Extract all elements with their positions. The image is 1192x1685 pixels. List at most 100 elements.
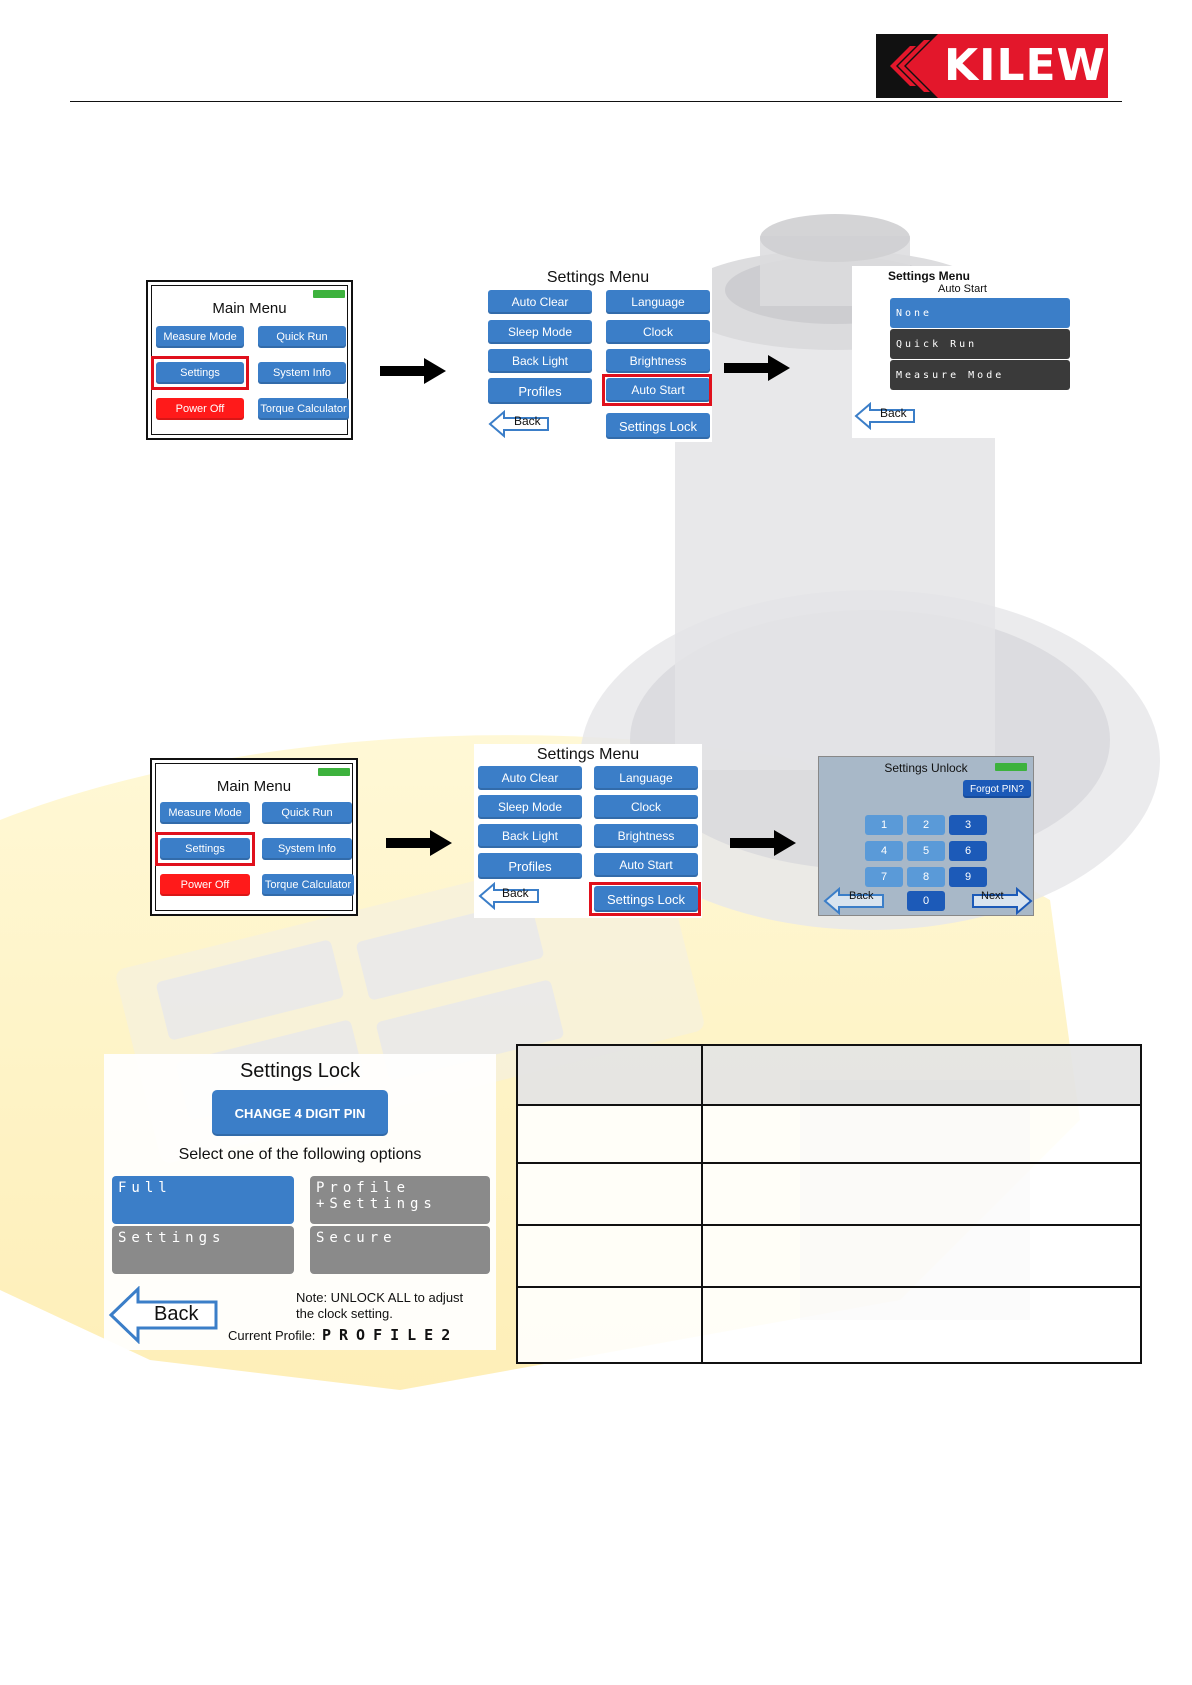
back-label: Back	[502, 886, 529, 900]
settings-lock-screen: Settings Lock CHANGE 4 DIGIT PIN Select …	[104, 1054, 496, 1350]
settings-highlight	[151, 356, 249, 390]
next-label: Next	[981, 890, 1004, 902]
system-info-button[interactable]: System Info	[258, 362, 346, 384]
clock-button[interactable]: Clock	[606, 320, 710, 344]
settings-unlock-title: Settings Unlock	[884, 761, 968, 775]
table-cell	[701, 1104, 1142, 1164]
logo-wordmark: KILEWS	[944, 34, 1138, 98]
row2-settings-menu-screen: Settings Menu Auto Clear Sleep Mode Back…	[474, 744, 702, 918]
lock-option-secure[interactable]: Secure	[310, 1226, 490, 1274]
table-row	[516, 1104, 1142, 1164]
quick-run-button[interactable]: Quick Run	[262, 802, 352, 824]
brightness-button[interactable]: Brightness	[606, 349, 710, 373]
row1-auto-start-screen: Settings Menu Auto Start None Quick Run …	[852, 266, 1070, 438]
settings-button[interactable]: Settings	[160, 838, 250, 860]
unlock-note-line2: the clock setting.	[296, 1306, 393, 1321]
settings-highlight	[155, 832, 255, 866]
back-label: Back	[880, 406, 907, 420]
key-3[interactable]: 3	[949, 815, 987, 835]
key-1[interactable]: 1	[865, 815, 903, 835]
settings-menu-title: Settings Menu	[536, 746, 640, 763]
current-profile-label: Current Profile:	[228, 1328, 316, 1343]
next-arrow-icon[interactable]	[969, 887, 1033, 915]
back-arrow-icon[interactable]	[488, 410, 552, 438]
battery-icon	[995, 763, 1027, 771]
sleep-mode-button[interactable]: Sleep Mode	[478, 795, 582, 819]
torque-calculator-button[interactable]: Torque Calculator	[258, 398, 349, 420]
settings-lock-button[interactable]: Settings Lock	[594, 886, 698, 912]
profiles-button[interactable]: Profiles	[488, 378, 592, 404]
brightness-button[interactable]: Brightness	[594, 824, 698, 848]
table-header-cell	[701, 1044, 1142, 1106]
language-button[interactable]: Language	[594, 766, 698, 790]
system-info-button[interactable]: System Info	[262, 838, 352, 860]
main-menu-title: Main Menu	[212, 300, 287, 317]
back-light-button[interactable]: Back Light	[478, 824, 582, 848]
auto-start-option-measure-mode[interactable]: Measure Mode	[890, 360, 1070, 390]
auto-start-screen-title: Settings Menu	[888, 269, 971, 283]
settings-lock-highlight	[589, 882, 701, 916]
auto-clear-button[interactable]: Auto Clear	[478, 766, 582, 790]
current-profile-value: PROFILE2	[322, 1326, 459, 1344]
row2-settings-unlock-screen: Settings Unlock Forgot PIN? 1 2 3 4 5 6 …	[818, 756, 1034, 916]
logo-chevron-icon	[876, 34, 944, 98]
back-arrow-icon[interactable]	[478, 882, 542, 910]
settings-lock-button[interactable]: Settings Lock	[606, 413, 710, 439]
key-4[interactable]: 4	[865, 841, 903, 861]
back-light-button[interactable]: Back Light	[488, 349, 592, 373]
auto-start-button[interactable]: Auto Start	[594, 853, 698, 877]
back-label: Back	[514, 414, 541, 428]
auto-start-option-none[interactable]: None	[890, 298, 1070, 328]
unlock-note-line1: Note: UNLOCK ALL to adjust	[296, 1290, 464, 1305]
right-arrow-icon	[386, 830, 452, 856]
language-button[interactable]: Language	[606, 290, 710, 314]
profiles-button[interactable]: Profiles	[478, 853, 582, 879]
back-arrow-icon[interactable]	[854, 402, 918, 430]
power-off-button[interactable]: Power Off	[160, 874, 250, 896]
right-arrow-icon	[380, 358, 446, 384]
key-7[interactable]: 7	[865, 867, 903, 887]
back-arrow-icon[interactable]	[108, 1286, 220, 1344]
settings-lock-title: Settings Lock	[239, 1060, 361, 1082]
key-8[interactable]: 8	[907, 867, 945, 887]
table-header-cell	[516, 1044, 703, 1106]
key-6[interactable]: 6	[949, 841, 987, 861]
power-off-button[interactable]: Power Off	[156, 398, 244, 420]
back-label: Back	[849, 890, 874, 902]
main-menu-title: Main Menu	[216, 778, 292, 795]
auto-clear-button[interactable]: Auto Clear	[488, 290, 592, 314]
settings-menu-title: Settings Menu	[546, 269, 650, 286]
table-row	[516, 1224, 1142, 1288]
battery-icon	[318, 768, 350, 776]
key-9[interactable]: 9	[949, 867, 987, 887]
table-cell	[516, 1286, 703, 1364]
change-pin-button[interactable]: CHANGE 4 DIGIT PIN	[212, 1090, 388, 1136]
lock-option-settings[interactable]: Settings	[112, 1226, 294, 1274]
auto-start-option-quick-run[interactable]: Quick Run	[890, 329, 1070, 359]
measure-mode-button[interactable]: Measure Mode	[160, 802, 250, 824]
lock-option-full[interactable]: Full	[112, 1176, 294, 1224]
auto-start-subtitle: Auto Start	[938, 283, 987, 295]
back-arrow-icon[interactable]	[823, 887, 887, 915]
header-rule	[70, 101, 1122, 102]
torque-calculator-button[interactable]: Torque Calculator	[262, 874, 354, 896]
table-cell	[701, 1224, 1142, 1288]
measure-mode-button[interactable]: Measure Mode	[156, 326, 244, 348]
clock-button[interactable]: Clock	[594, 795, 698, 819]
settings-lock-table	[516, 1044, 1142, 1364]
auto-start-highlight	[602, 374, 712, 406]
sleep-mode-button[interactable]: Sleep Mode	[488, 320, 592, 344]
table-cell	[516, 1224, 703, 1288]
key-5[interactable]: 5	[907, 841, 945, 861]
table-row	[516, 1162, 1142, 1226]
key-0[interactable]: 0	[907, 891, 945, 911]
key-2[interactable]: 2	[907, 815, 945, 835]
right-arrow-icon	[730, 830, 796, 856]
settings-button[interactable]: Settings	[156, 362, 244, 384]
quick-run-button[interactable]: Quick Run	[258, 326, 346, 348]
forgot-pin-button[interactable]: Forgot PIN?	[963, 780, 1031, 798]
auto-start-button[interactable]: Auto Start	[606, 378, 710, 402]
brand-logo: KILEWS	[876, 34, 1138, 98]
lock-option-profile-settings[interactable]: Profile +Settings	[310, 1176, 490, 1224]
table-cell	[701, 1162, 1142, 1226]
